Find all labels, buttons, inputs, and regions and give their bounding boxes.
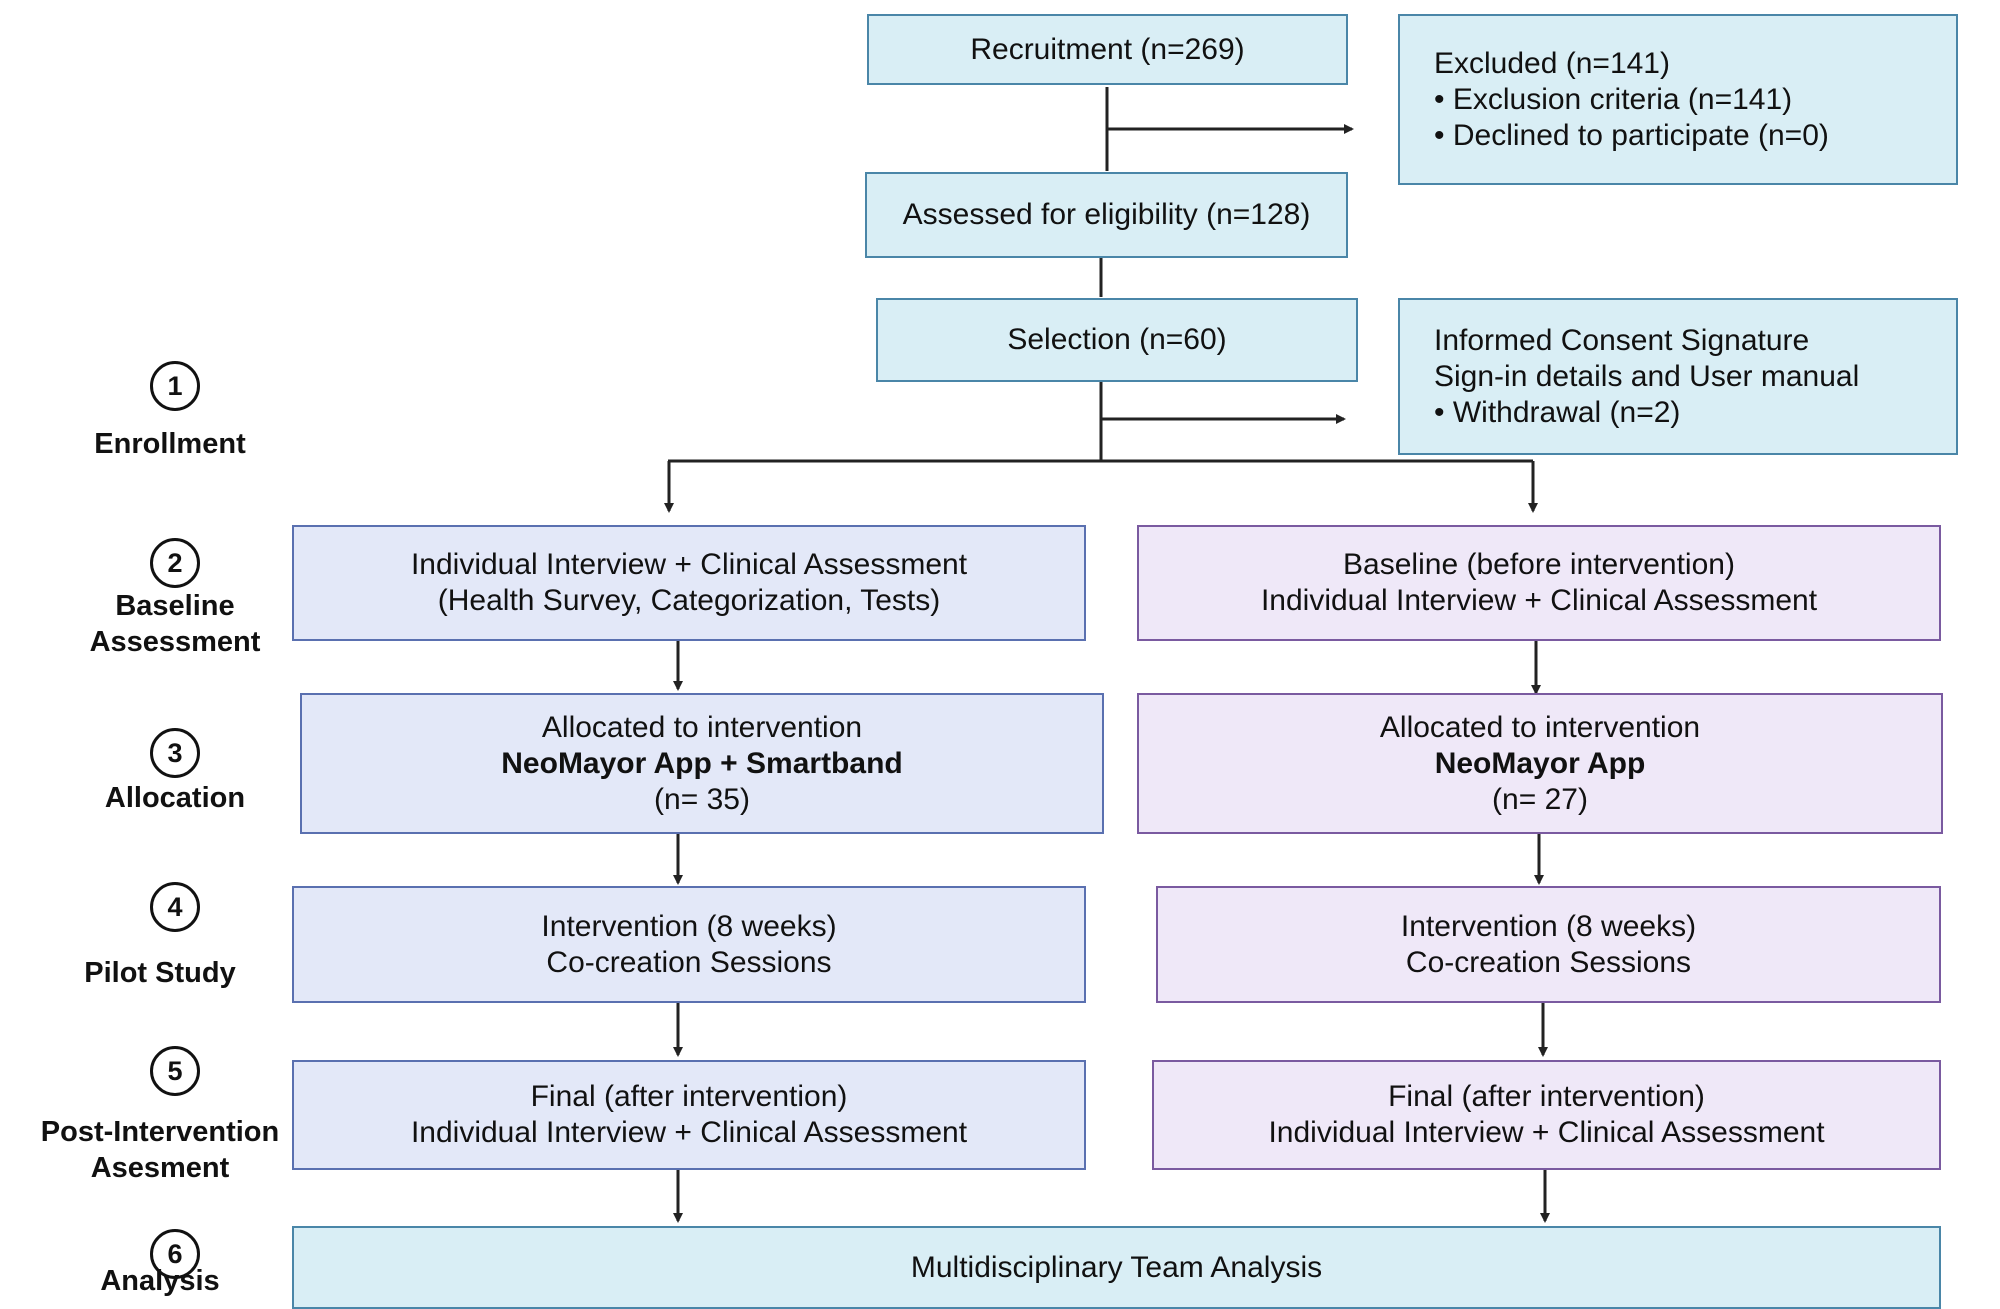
stage-5-label: Post-Intervention Asesment: [20, 1114, 300, 1186]
group-a-final-line2: Individual Interview + Clinical Assessme…: [410, 1116, 968, 1149]
stage-1-label: Enrollment: [50, 426, 290, 462]
stage-1-number: 1: [150, 361, 200, 411]
stage-6-number: 6: [150, 1229, 200, 1279]
stage-2-label-line2: Assessment: [89, 626, 261, 658]
stage-2-number: 2: [150, 538, 200, 588]
analysis-box: Multidisciplinary Team Analysis: [292, 1226, 1941, 1309]
selection-label: Selection (n=60): [1007, 323, 1227, 356]
group-a-pilot-line1: Intervention (8 weeks): [541, 909, 837, 943]
excluded-title: Excluded (n=141): [1434, 46, 1670, 80]
stage-3-label: Allocation: [55, 780, 295, 816]
group-b-allocation-name: NeoMayor App: [1434, 746, 1646, 780]
stage-2-label-line1: Baseline: [115, 590, 235, 622]
stage-5-label-line2: Asesment: [90, 1152, 230, 1184]
group-a-baseline-line1: Individual Interview + Clinical Assessme…: [410, 548, 968, 581]
stage-2-label: Baseline Assessment: [55, 588, 295, 660]
group-b-pilot-box: Intervention (8 weeks) Co-creation Sessi…: [1156, 886, 1941, 1003]
stage-6-label: Analysis: [40, 1263, 280, 1299]
group-a-pilot-box: Intervention (8 weeks) Co-creation Sessi…: [292, 886, 1086, 1003]
excluded-box: Excluded (n=141) • Exclusion criteria (n…: [1398, 14, 1958, 185]
group-b-pilot-line1: Intervention (8 weeks): [1400, 909, 1697, 943]
group-b-allocation-line1: Allocated to intervention: [1379, 710, 1701, 744]
consent-signin: Sign-in details and User manual: [1434, 359, 1860, 393]
recruitment-label: Recruitment (n=269): [970, 32, 1245, 66]
group-b-allocation-box: Allocated to intervention NeoMayor App (…: [1137, 693, 1943, 834]
group-a-allocation-box: Allocated to intervention NeoMayor App +…: [300, 693, 1104, 834]
group-b-final-line1: Final (after intervention): [1388, 1080, 1705, 1113]
group-a-allocation-name: NeoMayor App + Smartband: [501, 746, 903, 780]
excluded-criteria: • Exclusion criteria (n=141): [1434, 82, 1793, 116]
group-b-allocation-count: (n= 27): [1492, 782, 1588, 816]
group-b-final-line2: Individual Interview + Clinical Assessme…: [1268, 1116, 1825, 1149]
stage-4-label-line1: Pilot Study: [84, 957, 236, 989]
group-b-baseline-line1: Baseline (before intervention): [1343, 548, 1735, 581]
group-a-pilot-line2: Co-creation Sessions: [546, 945, 832, 979]
stage-1-label-line1: Enrollment: [94, 428, 246, 460]
group-a-final-box: Final (after intervention) Individual In…: [292, 1060, 1086, 1170]
group-a-allocation-line1: Allocated to intervention: [541, 710, 863, 744]
stage-4-label: Pilot Study: [40, 955, 280, 991]
recruitment-box: Recruitment (n=269): [867, 14, 1348, 85]
stage-4-number: 4: [150, 882, 200, 932]
group-a-baseline-line2: (Health Survey, Categorization, Tests): [437, 584, 941, 617]
consent-withdrawal: • Withdrawal (n=2): [1434, 395, 1681, 429]
group-a-baseline-box: Individual Interview + Clinical Assessme…: [292, 525, 1086, 641]
selection-box: Selection (n=60): [876, 298, 1358, 382]
stage-5-number: 5: [150, 1046, 200, 1096]
consent-box: Informed Consent Signature Sign-in detai…: [1398, 298, 1958, 455]
excluded-declined: • Declined to participate (n=0): [1434, 118, 1829, 152]
consent-title: Informed Consent Signature: [1434, 323, 1810, 357]
group-b-pilot-line2: Co-creation Sessions: [1405, 945, 1692, 979]
stage-6-label-line1: Analysis: [100, 1265, 220, 1297]
analysis-label: Multidisciplinary Team Analysis: [910, 1250, 1323, 1284]
stage-3-number: 3: [150, 728, 200, 778]
stage-5-label-line1: Post-Intervention: [40, 1116, 280, 1148]
group-b-baseline-line2: Individual Interview + Clinical Assessme…: [1260, 584, 1818, 617]
group-a-final-line1: Final (after intervention): [530, 1080, 848, 1113]
stage-3-label-line1: Allocation: [104, 782, 246, 814]
group-b-final-box: Final (after intervention) Individual In…: [1152, 1060, 1941, 1170]
group-b-baseline-box: Baseline (before intervention) Individua…: [1137, 525, 1941, 641]
assessed-box: Assessed for eligibility (n=128): [865, 172, 1348, 258]
assessed-label: Assessed for eligibility (n=128): [902, 198, 1311, 231]
group-a-allocation-count: (n= 35): [654, 782, 750, 816]
